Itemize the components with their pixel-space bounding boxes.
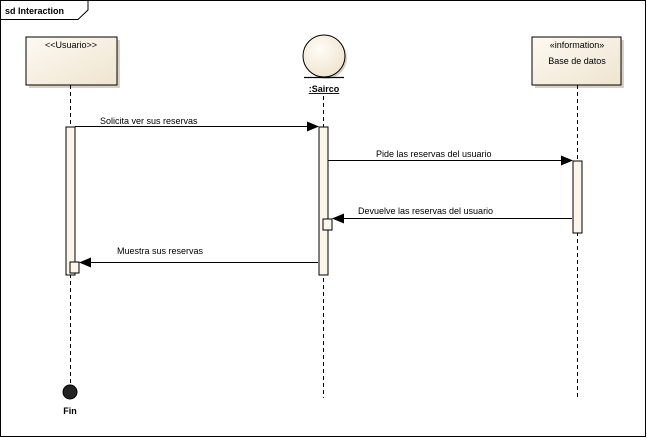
frame-title: sd Interaction [5,6,64,16]
sairco-self-activation [322,218,333,231]
bd-stereotype: «information» [550,40,605,50]
final-node-label: Fin [63,406,77,416]
entity-icon [302,34,346,78]
message-3-label: Devuelve las reservas del usuario [358,206,493,216]
usuario-box [25,36,118,86]
message-2[interactable]: Pide las reservas del usuario [328,149,573,166]
lifeline-base-de-datos[interactable]: «information» Base de datos [531,36,624,398]
usuario-self-activation [69,261,80,274]
sairco-label: :Sairco [309,84,340,94]
bd-box [531,36,622,86]
final-node-dot [62,384,78,400]
bd-name: Base de datos [548,56,606,66]
lifeline-usuario[interactable]: <<Usuario>> [25,36,120,385]
sairco-activation [318,126,329,276]
frame-title-tab [0,0,89,20]
message-4[interactable]: Muestra sus reservas [79,246,318,268]
message-2-label: Pide las reservas del usuario [376,149,492,159]
message-4-label: Muestra sus reservas [117,246,204,256]
message-1[interactable]: Solicita ver sus reservas [75,116,319,132]
bd-activation [572,160,583,234]
message-3[interactable]: Devuelve las reservas del usuario [332,206,572,224]
usuario-label: <<Usuario>> [45,40,97,50]
message-1-label: Solicita ver sus reservas [100,116,198,126]
usuario-activation [65,126,76,276]
final-node[interactable]: Fin [62,384,78,416]
